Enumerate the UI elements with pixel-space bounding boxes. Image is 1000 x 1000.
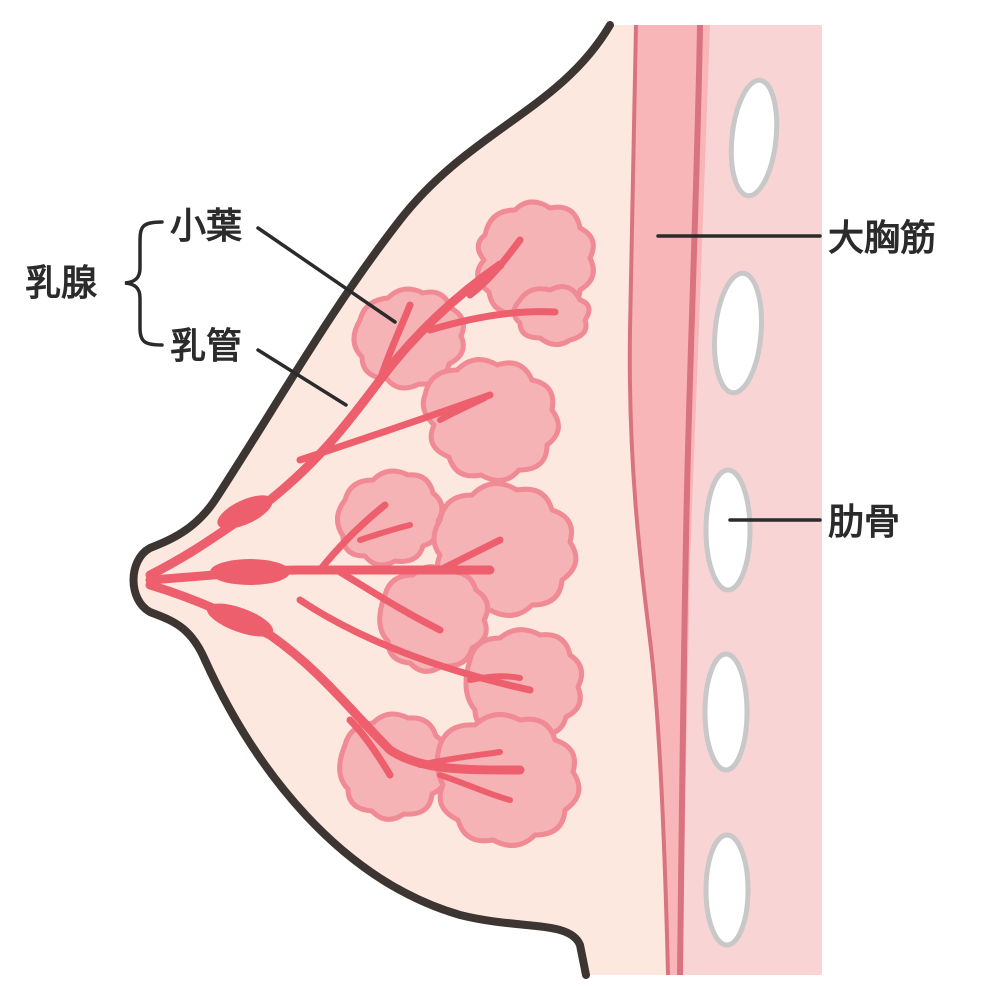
duct-branch-5 [437, 395, 488, 423]
pectoralis-edge-back [677, 24, 703, 976]
rib-3 [703, 467, 753, 593]
duct-branch-9 [336, 568, 444, 634]
breast-contour [129, 21, 614, 979]
duct-branch-14 [437, 772, 513, 803]
ribs [702, 77, 780, 948]
label-duct: 乳管 [170, 326, 242, 367]
duct-leader [256, 348, 348, 407]
pectoralis-edge-front [627, 24, 670, 976]
lobule-10 [434, 712, 582, 848]
duct-ampulla-3 [206, 603, 274, 637]
duct-ampulla-1 [217, 495, 273, 529]
rib-2 [711, 270, 765, 396]
duct-branch-11 [467, 673, 523, 683]
pectoralis-muscle [629, 25, 710, 975]
duct-ampulla-2 [210, 559, 290, 585]
duct-branch-12 [346, 716, 394, 779]
duct-trunk-middle [145, 565, 495, 585]
lobule-leader [256, 226, 397, 324]
duct-branch-13 [417, 749, 503, 768]
duct-branch-1 [376, 301, 414, 384]
rib-1 [728, 77, 780, 199]
duct-trunk-upper [145, 260, 505, 580]
label-pectoralis: 大胸筋 [828, 218, 936, 259]
duct-branch-7 [357, 522, 413, 543]
duct-branch-2 [426, 308, 559, 334]
gland-brace [124, 220, 164, 347]
label-rib: 肋骨 [828, 502, 900, 543]
duct-branch-4 [296, 391, 494, 464]
duct-branch-6 [316, 501, 389, 574]
label-gland: 乳腺 [25, 263, 98, 304]
lobule-4 [420, 357, 561, 483]
rib-4 [702, 651, 750, 773]
duct-branch-3 [466, 236, 524, 299]
duct-branch-8 [436, 536, 504, 574]
duct-branch-10 [296, 596, 534, 694]
rib-5 [703, 832, 751, 948]
ducts [145, 236, 559, 803]
lobules [335, 199, 596, 848]
label-lobule: 小葉 [170, 206, 243, 247]
lobule-2 [511, 284, 592, 347]
